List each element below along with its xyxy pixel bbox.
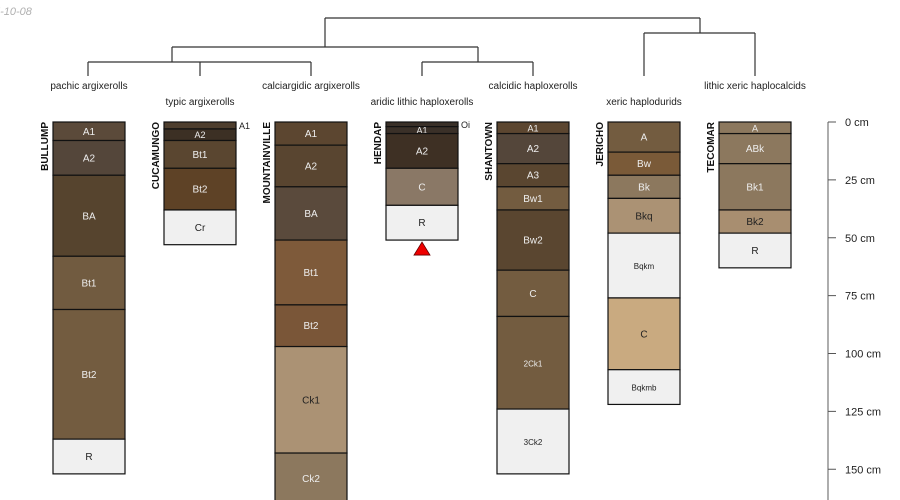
horizon-label: Oi [461,120,470,130]
profile-name: HENDAP [373,122,384,165]
horizon-label: A2 [305,161,318,172]
horizon-label: Ck1 [302,395,320,406]
horizon-label: C [418,182,425,193]
horizon-a [607,121,681,153]
horizon-label: Bk1 [746,182,764,193]
depth-tick-label: 50 cm [845,233,875,245]
horizon-label: A1 [527,123,538,133]
horizon-label: A2 [194,130,205,140]
taxon-label: aridic lithic haploxerolls [371,97,474,108]
depth-tick-label: 75 cm [845,291,875,303]
horizon-label: Bt1 [303,268,318,279]
profile-name: BULLUMP [40,122,51,171]
horizon-bk1 [718,163,792,211]
bedrock-marker-icon [413,241,431,256]
horizon-label: A2 [527,144,540,155]
horizon-label: Bt2 [303,321,318,332]
taxon-label: lithic xeric haplocalcids [704,81,806,92]
horizon-bqkmb [607,369,681,406]
horizon-label: A [641,133,648,144]
taxon-label: pachic argixerolls [50,81,127,92]
horizon-label: A [752,123,758,133]
horizon-bt2 [52,308,126,440]
horizon-bw2 [496,209,570,271]
taxon-label: typic argixerolls [166,97,235,108]
horizon-label: C [529,289,536,300]
horizon-label: A2 [416,146,429,157]
horizon-label: BA [82,211,96,222]
horizon-label: Bqkmb [632,384,657,393]
horizon-ba [274,186,348,241]
horizon-label: Bkq [635,211,652,222]
profile-name: SHANTOWN [484,122,495,181]
horizon-label: A3 [527,171,540,182]
horizon-a1 [163,121,237,130]
horizon-label: Bqkm [634,262,655,271]
profile-name: CUCAMUNGO [151,122,162,189]
horizon-ck2 [274,452,348,500]
depth-tick-label: 100 cm [845,349,881,361]
horizon-label: A2 [83,153,96,164]
profile-name: MOUNTAINVILLE [262,122,273,204]
depth-tick-label: 25 cm [845,175,875,187]
horizon-bqkm [607,232,681,299]
horizon-r [385,204,459,241]
horizon-label: Bt2 [81,370,96,381]
horizon-a2 [274,144,348,188]
horizon-label: R [418,218,425,229]
horizon-c [496,269,570,318]
horizon-label: Cr [195,223,206,234]
horizon-ck1 [274,345,348,454]
horizon-c [607,297,681,371]
profile-name: JERICHO [595,122,606,167]
horizon-label: Bk [638,182,651,193]
horizon-label: R [751,246,758,257]
horizon-bkq [607,197,681,234]
horizon-label: Bw2 [523,236,543,247]
horizon-label: BA [304,209,318,220]
depth-tick-label: 150 cm [845,464,881,476]
horizon-label: Bt2 [192,185,207,196]
horizon-cr [163,209,237,246]
horizon-label: ABk [746,144,765,155]
horizon-bt1 [274,239,348,306]
horizon-label: A1 [83,127,96,138]
horizon-label: R [85,452,92,463]
horizon-label: Bt1 [81,278,96,289]
horizon-label: Ck2 [302,474,320,485]
horizon-label: Bt1 [192,150,207,161]
horizon-r [718,232,792,269]
taxon-label: xeric haplodurids [606,97,682,108]
horizon-label: Bw [637,159,652,170]
horizon-bt2 [274,304,348,348]
horizon-3ck2 [496,408,570,475]
horizon-label: Bw1 [523,194,543,205]
horizon-label: C [640,329,647,340]
depth-tick-label: 0 cm [845,117,869,129]
horizon-bt1 [52,255,126,311]
horizon-bt2 [163,167,237,211]
horizon-label: A1 [305,129,318,140]
horizon-label: A1 [416,126,427,136]
horizon-ba [52,174,126,257]
taxon-label: calciargidic argixerolls [262,81,360,92]
taxon-label: calcidic haploxerolls [489,81,578,92]
horizon-2ck1 [496,315,570,410]
horizon-r [52,438,126,475]
horizon-abk [718,132,792,165]
horizon-label: 3Ck2 [524,438,543,447]
horizon-a2 [496,132,570,165]
horizon-label: 2Ck1 [524,359,543,368]
horizon-label: A1 [239,121,250,131]
horizon-label: Bk2 [746,217,764,228]
profile-name: TECOMAR [706,121,717,172]
date-stamp: 5-10-08 [0,6,32,18]
depth-tick-label: 125 cm [845,406,881,418]
